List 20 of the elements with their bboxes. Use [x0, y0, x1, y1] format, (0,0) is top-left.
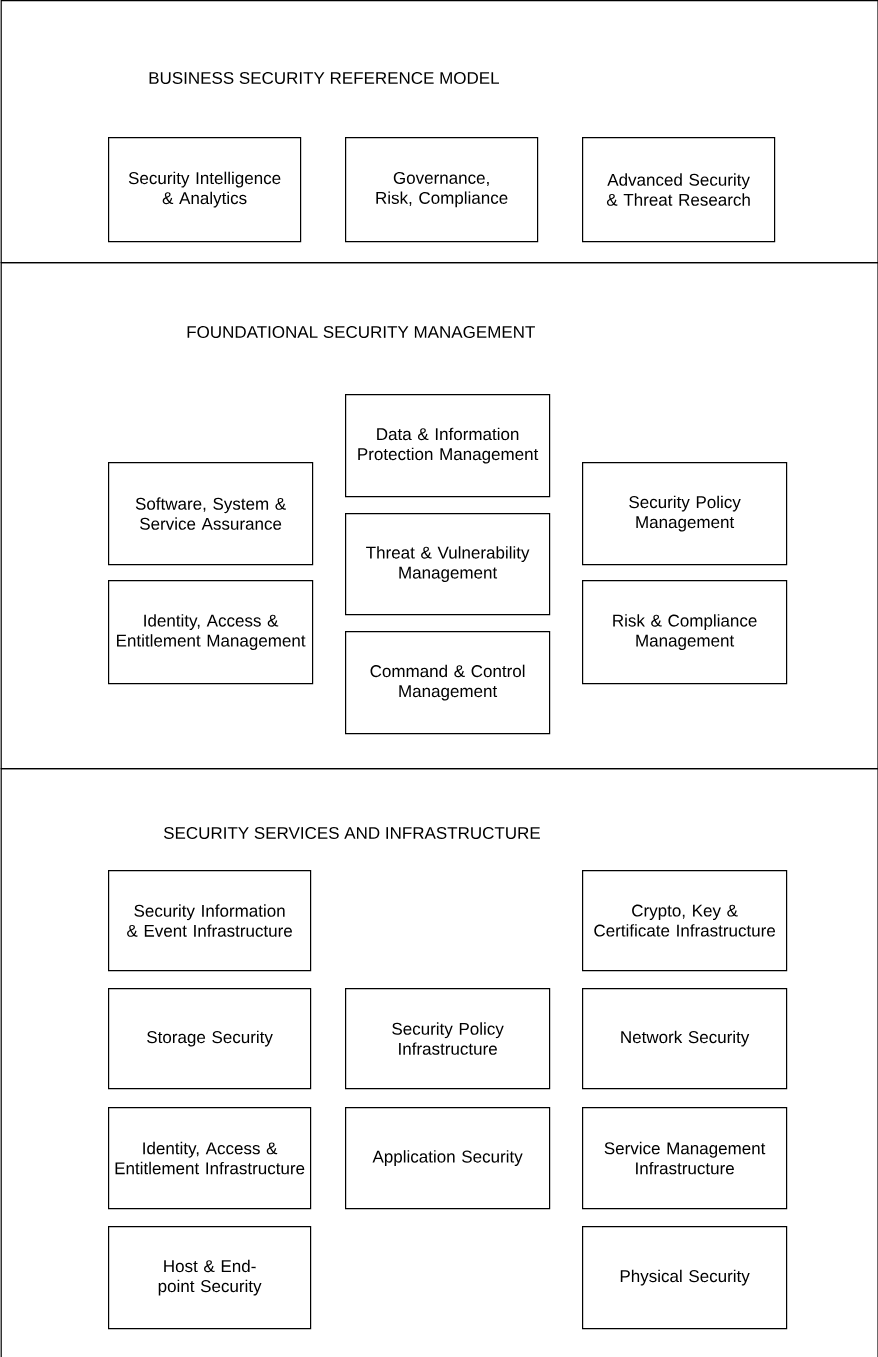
process-box: Host & End-point Security: [108, 1226, 312, 1330]
process-box: Governance, Risk, Compliance: [345, 137, 539, 243]
process-box: Security Policy Management: [582, 462, 788, 566]
process-box: Threat & Vulnerability Management: [345, 513, 551, 616]
process-box: Software, System & Service Assurance: [108, 462, 314, 566]
process-box: Storage Security: [108, 988, 312, 1090]
process-box: Advanced Security & Threat Research: [582, 137, 776, 243]
process-box: Security Intelligence & Analytics: [108, 137, 302, 243]
process-box: Network Security: [582, 988, 788, 1090]
process-box: Command & Control Management: [345, 631, 551, 735]
process-box: Security Policy Infrastructure: [345, 988, 551, 1090]
process-box: Security Information & Event Infrastructure: [108, 870, 312, 972]
process-box: Identity, Access & Entitlement Infrastructure: [108, 1107, 312, 1210]
process-box: Application Security: [345, 1107, 551, 1210]
process-box: Physical Security: [582, 1226, 788, 1330]
process-box: Identity, Access & Entitlement Management: [108, 580, 314, 685]
process-box: Crypto, Key & Certificate Infrastructure: [582, 870, 788, 972]
process-box: Data & Information Protection Management: [345, 394, 551, 498]
process-box: Risk & Compliance Management: [582, 580, 788, 685]
process-box: Service Management Infrastructure: [582, 1107, 788, 1210]
